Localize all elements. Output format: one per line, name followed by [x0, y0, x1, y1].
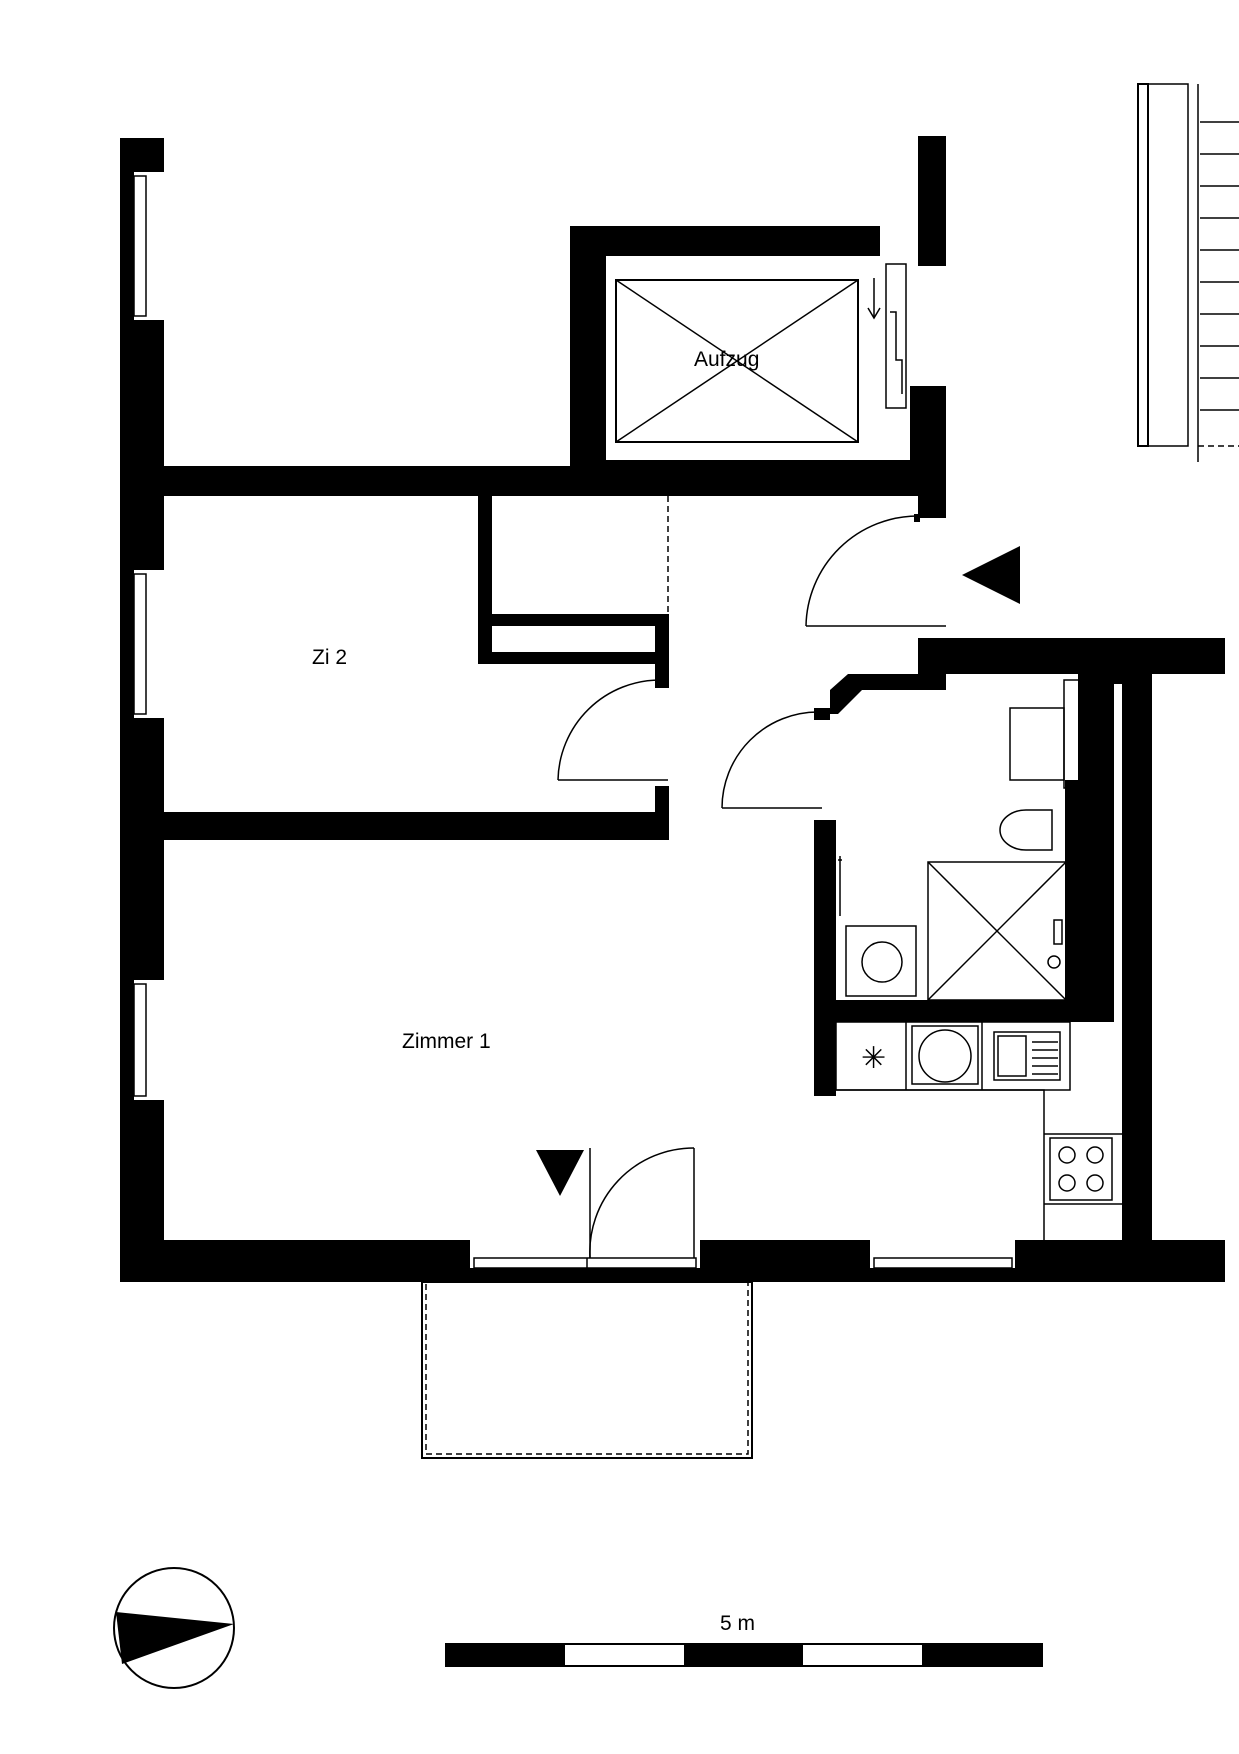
walls — [120, 136, 1225, 1282]
north-compass-icon — [113, 1567, 235, 1689]
elevator-label: Aufzug — [694, 348, 759, 371]
room-label-zimmer1: Zimmer 1 — [402, 1030, 491, 1053]
scale-bar: 5 m — [445, 1612, 1043, 1667]
svg-text:✳: ✳ — [861, 1042, 886, 1075]
entrance-arrow-icon-balcony — [536, 1150, 584, 1196]
scale-bar-label: 5 m — [720, 1612, 755, 1635]
bathroom-fixtures — [838, 679, 1091, 1001]
kitchen: ✳ — [830, 1021, 1122, 1240]
entrance-arrow-icon — [962, 546, 1020, 604]
doors — [557, 496, 946, 1259]
staircase — [1137, 83, 1239, 462]
room-label-zi2: Zi 2 — [312, 646, 347, 669]
windows — [133, 175, 1013, 1269]
elevator: Aufzug — [615, 263, 907, 443]
balcony — [421, 1281, 753, 1459]
